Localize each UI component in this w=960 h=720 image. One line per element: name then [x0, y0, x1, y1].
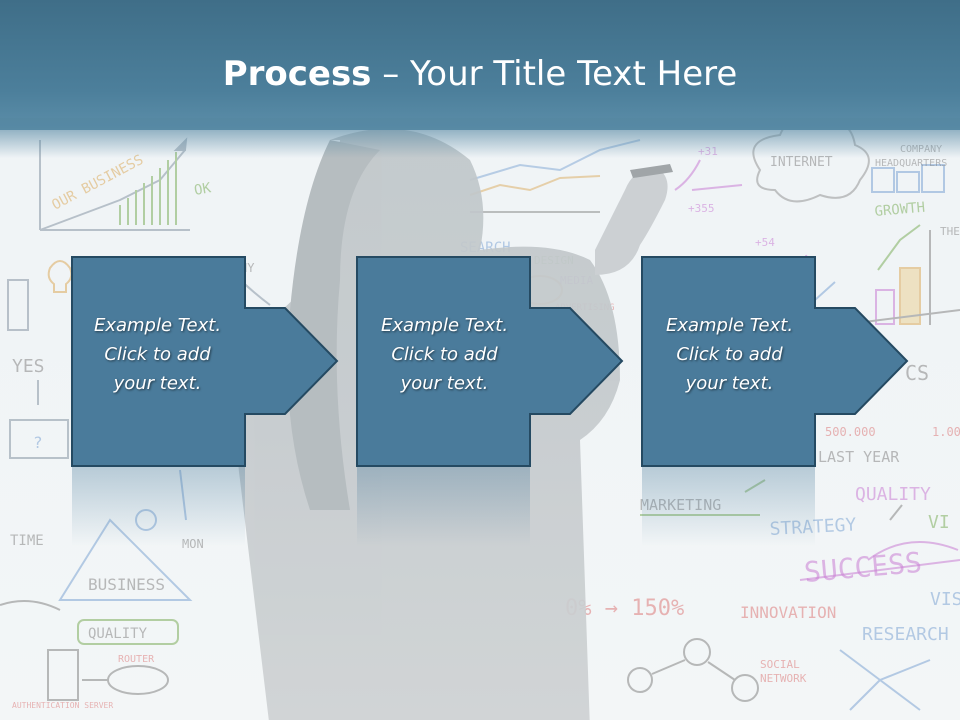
- svg-text:RESEARCH: RESEARCH: [862, 624, 949, 645]
- svg-text:INTERNET: INTERNET: [770, 155, 833, 170]
- svg-text:?: ?: [33, 433, 43, 452]
- svg-text:+355: +355: [688, 202, 715, 215]
- step-2-text[interactable]: Example Text. Click to add your text.: [357, 311, 532, 398]
- svg-text:ROUTER: ROUTER: [118, 654, 155, 665]
- step-3-reflection: [642, 466, 815, 546]
- step-2-line-3: your text.: [400, 373, 489, 394]
- step-2-reflection: [357, 466, 530, 546]
- step-3-line-2: Click to add: [676, 344, 783, 365]
- svg-text:1.00: 1.00: [932, 425, 960, 439]
- svg-text:LAST YEAR: LAST YEAR: [818, 448, 900, 466]
- header-fade: [0, 118, 960, 158]
- step-1-reflection: [72, 466, 245, 546]
- title-rest: – Your Title Text Here: [371, 54, 738, 94]
- svg-text:VI: VI: [928, 512, 950, 533]
- svg-text:TIME: TIME: [10, 533, 44, 549]
- step-2-line-1: Example Text.: [380, 315, 509, 336]
- step-1-line-2: Click to add: [104, 344, 211, 365]
- step-3-arrow[interactable]: [641, 256, 909, 467]
- step-1-arrow[interactable]: [71, 256, 339, 467]
- svg-text:QUALITY: QUALITY: [88, 626, 148, 642]
- svg-text:SOCIAL: SOCIAL: [760, 658, 800, 671]
- svg-text:INNOVATION: INNOVATION: [740, 603, 836, 622]
- svg-text:500.000: 500.000: [825, 425, 876, 439]
- svg-text:+54: +54: [755, 236, 775, 249]
- svg-text:OK: OK: [193, 180, 213, 199]
- slide-title[interactable]: Process – Your Title Text Here: [0, 52, 960, 96]
- step-2-arrow[interactable]: [356, 256, 624, 467]
- svg-text:CS: CS: [905, 361, 929, 385]
- svg-text:YES: YES: [12, 356, 45, 377]
- svg-text:NETWORK: NETWORK: [760, 672, 807, 685]
- svg-text:BUSINESS: BUSINESS: [88, 575, 165, 594]
- svg-text:HEADQUARTERS: HEADQUARTERS: [875, 158, 947, 169]
- title-bold: Process: [222, 54, 372, 94]
- svg-text:GROWTH: GROWTH: [874, 200, 926, 220]
- header-bar: [0, 0, 960, 130]
- step-3-line-3: your text.: [685, 373, 774, 394]
- step-1-line-1: Example Text.: [93, 315, 222, 336]
- step-3-line-1: Example Text.: [665, 315, 794, 336]
- svg-text:VIS: VIS: [930, 589, 960, 610]
- svg-text:THE: THE: [940, 225, 960, 238]
- svg-text:AUTHENTICATION SERVER: AUTHENTICATION SERVER: [12, 701, 113, 710]
- step-3-text[interactable]: Example Text. Click to add your text.: [642, 311, 817, 398]
- svg-text:QUALITY: QUALITY: [855, 484, 931, 505]
- step-1-line-3: your text.: [113, 373, 202, 394]
- step-2-line-2: Click to add: [391, 344, 498, 365]
- step-1-text[interactable]: Example Text. Click to add your text.: [70, 311, 245, 398]
